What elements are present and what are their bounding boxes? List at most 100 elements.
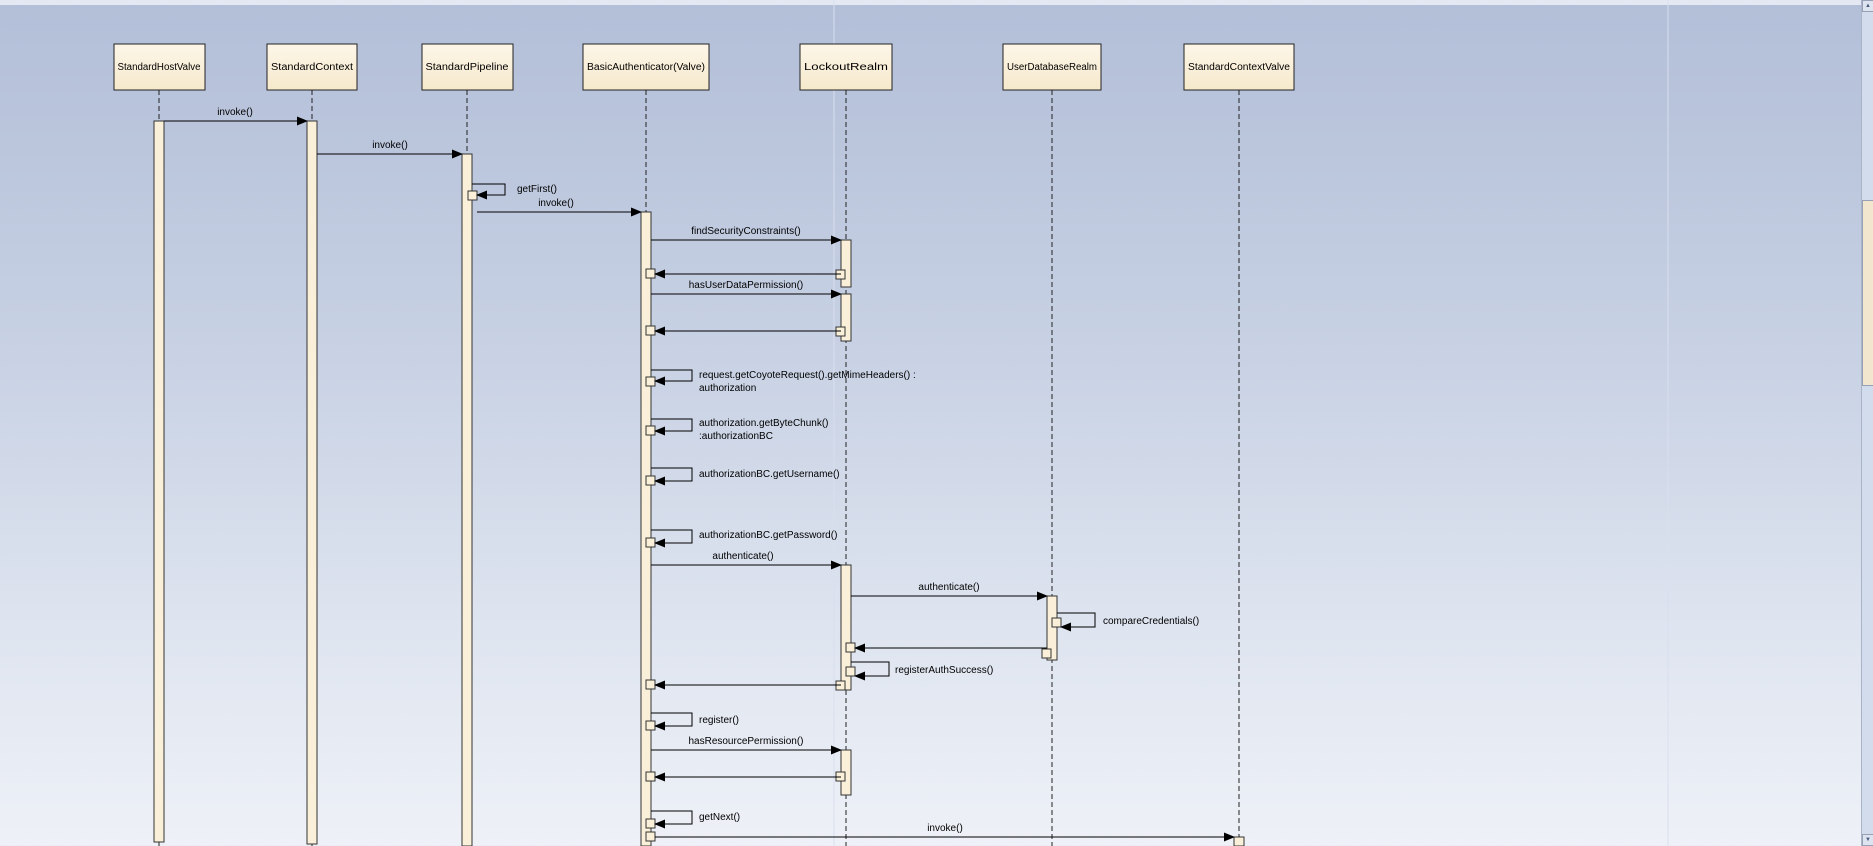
nested-activation[interactable] bbox=[645, 537, 656, 548]
message-authenticate-basic-to-lockout[interactable]: authenticate() bbox=[651, 551, 842, 570]
activation-standardhostvalve[interactable] bbox=[153, 120, 165, 843]
lifeline-head-label[interactable]: StandardContext bbox=[271, 62, 353, 73]
lifeline-head-box[interactable] bbox=[799, 43, 893, 91]
message-getnext-self[interactable]: getNext() bbox=[651, 810, 740, 829]
activation-lockoutrealm-findsecurityconstraints[interactable] bbox=[840, 239, 852, 288]
lifeline-head-label[interactable]: BasicAuthenticator(Valve) bbox=[587, 62, 705, 73]
message-label[interactable]: request.getCoyoteRequest().getMimeHeader… bbox=[699, 370, 916, 381]
message-label-line2[interactable]: :authorizationBC bbox=[699, 431, 773, 442]
message-findsecurityconstraints[interactable]: findSecurityConstraints() bbox=[651, 226, 842, 245]
message-getmimeheaders-self[interactable]: request.getCoyoteRequest().getMimeHeader… bbox=[651, 369, 916, 394]
message-label[interactable]: hasUserDataPermission() bbox=[689, 280, 803, 291]
message-comparecredentials-self[interactable]: compareCredentials() bbox=[1057, 612, 1199, 632]
message-hasuserdatapermission[interactable]: hasUserDataPermission() bbox=[651, 280, 842, 299]
nested-activation[interactable] bbox=[645, 771, 656, 782]
activation-lockoutrealm-authenticate[interactable] bbox=[840, 564, 852, 691]
nested-activation[interactable] bbox=[645, 425, 656, 436]
activation-userdatabaserealm[interactable] bbox=[1046, 595, 1058, 661]
scroll-down-button[interactable]: ▼ bbox=[1862, 834, 1873, 846]
message-label[interactable]: registerAuthSuccess() bbox=[895, 665, 993, 676]
message-line[interactable] bbox=[1057, 612, 1096, 632]
message-line[interactable] bbox=[651, 529, 693, 548]
message-line[interactable] bbox=[472, 183, 506, 200]
message-getbytechunk-self[interactable]: authorization.getByteChunk() :authorizat… bbox=[651, 418, 829, 442]
top-edge-strip bbox=[0, 0, 1873, 5]
message-getusername-self[interactable]: authorizationBC.getUsername() bbox=[651, 467, 840, 486]
nested-activation[interactable] bbox=[645, 831, 656, 842]
message-getfirst-self[interactable]: getFirst() bbox=[472, 183, 557, 200]
nested-activation[interactable] bbox=[845, 666, 856, 677]
scrollbar-thumb[interactable] bbox=[1862, 200, 1873, 386]
message-label[interactable]: register() bbox=[699, 715, 739, 726]
lifeline-head-label[interactable]: LockoutRealm bbox=[804, 62, 888, 73]
message-label[interactable]: invoke() bbox=[372, 140, 408, 151]
message-invoke-context-to-pipeline[interactable]: invoke() bbox=[317, 140, 463, 159]
message-label[interactable]: compareCredentials() bbox=[1103, 616, 1199, 627]
nested-activation[interactable] bbox=[845, 642, 856, 653]
nested-activation[interactable] bbox=[645, 679, 656, 690]
message-label[interactable]: invoke() bbox=[217, 107, 253, 118]
message-label[interactable]: hasResourcePermission() bbox=[688, 736, 803, 747]
message-label[interactable]: authorization.getByteChunk() bbox=[699, 418, 829, 429]
lifeline-head-box[interactable] bbox=[582, 43, 710, 91]
message-label[interactable]: authorizationBC.getPassword() bbox=[699, 530, 837, 541]
lifeline-head-box[interactable] bbox=[266, 43, 358, 91]
lifeline-userdatabaserealm[interactable]: UserDatabaseRealm bbox=[1002, 43, 1102, 846]
nested-activation[interactable] bbox=[1041, 648, 1052, 659]
lifeline-head-label[interactable]: UserDatabaseRealm bbox=[1007, 62, 1097, 73]
lifeline-head-box[interactable] bbox=[421, 43, 514, 91]
message-line[interactable] bbox=[651, 418, 693, 436]
lifeline-head-label[interactable]: StandardHostValve bbox=[118, 62, 201, 73]
message-invoke-host-to-context[interactable]: invoke() bbox=[164, 107, 308, 126]
message-label[interactable]: getNext() bbox=[699, 812, 740, 823]
nested-activation[interactable] bbox=[645, 475, 656, 486]
lifeline-head-box[interactable] bbox=[1002, 43, 1102, 91]
message-label[interactable]: authenticate() bbox=[712, 551, 773, 562]
activation-lockoutrealm-hasuserdatapermission[interactable] bbox=[840, 293, 852, 342]
lifeline-standardcontextvalve[interactable]: StandardContextValve bbox=[1183, 43, 1295, 846]
nested-activation[interactable] bbox=[645, 720, 656, 731]
lifeline-head-label[interactable]: StandardContextValve bbox=[1188, 62, 1290, 73]
vertical-scrollbar[interactable]: ▲ ▼ bbox=[1861, 0, 1873, 846]
message-label[interactable]: authenticate() bbox=[918, 582, 979, 593]
message-line[interactable] bbox=[651, 810, 693, 829]
message-label[interactable]: invoke() bbox=[538, 198, 574, 209]
lifeline-lockoutrealm[interactable]: LockoutRealm bbox=[799, 43, 893, 846]
scroll-up-button[interactable]: ▲ bbox=[1862, 0, 1873, 12]
message-label[interactable]: authorizationBC.getUsername() bbox=[699, 469, 840, 480]
lifeline-head-label[interactable]: StandardPipeline bbox=[426, 62, 509, 73]
nested-activation[interactable] bbox=[645, 325, 656, 336]
message-label[interactable]: invoke() bbox=[927, 823, 963, 834]
message-authenticate-lockout-to-udr[interactable]: authenticate() bbox=[851, 582, 1048, 601]
nested-activation[interactable] bbox=[645, 268, 656, 279]
activation-standardcontextvalve[interactable] bbox=[1233, 836, 1245, 846]
nested-activation[interactable] bbox=[645, 376, 656, 387]
activation-standardcontext[interactable] bbox=[306, 120, 318, 845]
page-break-lines bbox=[833, 0, 1669, 846]
lifeline-head-box[interactable] bbox=[1183, 43, 1295, 91]
nested-activation[interactable] bbox=[645, 818, 656, 829]
lifeline-standardcontext[interactable]: StandardContext bbox=[266, 43, 358, 846]
lifeline-head-box[interactable] bbox=[113, 43, 206, 91]
message-label-line2[interactable]: authorization bbox=[699, 383, 756, 394]
message-line[interactable] bbox=[651, 369, 693, 386]
message-registerauthsuccess-self[interactable]: registerAuthSuccess() bbox=[851, 661, 993, 681]
message-line[interactable] bbox=[651, 712, 693, 731]
nested-activation[interactable] bbox=[467, 190, 478, 201]
message-label[interactable]: findSecurityConstraints() bbox=[691, 226, 800, 237]
message-getpassword-self[interactable]: authorizationBC.getPassword() bbox=[651, 529, 837, 548]
message-register-self[interactable]: register() bbox=[651, 712, 739, 731]
message-invoke-pipeline-to-basicauthenticator[interactable]: invoke() bbox=[477, 198, 642, 217]
message-line[interactable] bbox=[851, 661, 890, 681]
message-invoke-basic-to-contextvalve[interactable]: invoke() bbox=[655, 823, 1235, 842]
nested-activation[interactable] bbox=[1051, 617, 1062, 628]
activation-standardpipeline[interactable] bbox=[461, 153, 473, 846]
activations-layer bbox=[153, 120, 1245, 846]
scroll-down-icon: ▼ bbox=[1865, 837, 1871, 843]
message-label[interactable]: getFirst() bbox=[517, 184, 557, 195]
message-line[interactable] bbox=[651, 467, 693, 486]
message-hasresourcepermission[interactable]: hasResourcePermission() bbox=[651, 736, 842, 755]
activation-basicauthenticator[interactable] bbox=[640, 211, 652, 846]
